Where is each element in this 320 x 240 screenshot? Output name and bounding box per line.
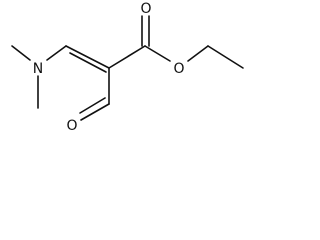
atom-aldehyde-oxygen-label: O [66, 118, 77, 134]
bond-ch2-ch3 [207, 45, 244, 69]
chemical-structure-diagram: N O O O [11, 1, 244, 134]
structure-canvas: N O O O [0, 0, 250, 136]
bond-ch-c-double-b [69, 52, 107, 73]
bond-n-methyl-upper [11, 45, 31, 61]
atom-ester-ether-oxygen-label: O [173, 61, 184, 77]
bond-n-ch [46, 45, 67, 61]
atom-nitrogen-label: N [33, 61, 43, 77]
bond-ch-c-double-a [65, 45, 110, 69]
atom-ester-carbonyl-oxygen-label: O [140, 1, 151, 17]
atom-label-layer: N O O O [33, 1, 185, 134]
bond-c-ester-c [108, 45, 146, 69]
bond-ester-c-o [144, 45, 171, 62]
bond-ald-co-double-a [80, 103, 110, 121]
bond-ald-co-double-b [79, 97, 106, 114]
bond-o-ch2 [187, 45, 209, 62]
bond-layer [11, 15, 244, 121]
